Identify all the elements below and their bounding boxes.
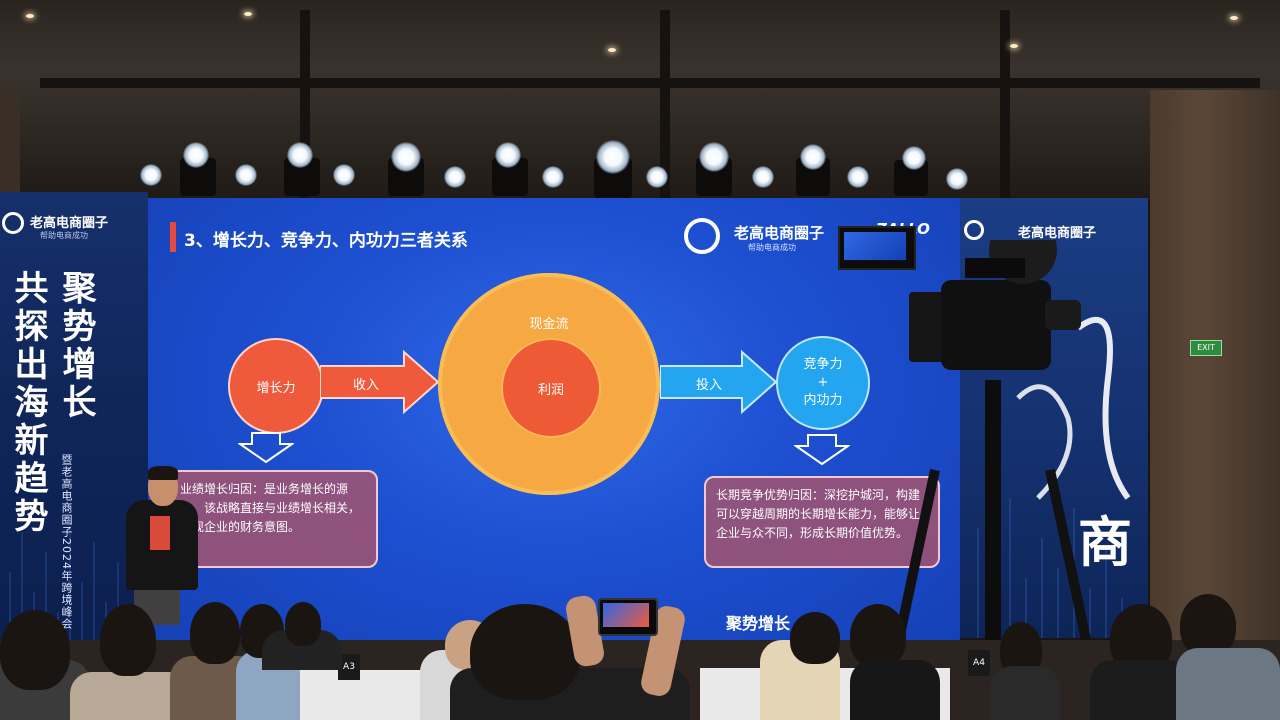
truss-post [660, 10, 670, 200]
audience-head [470, 604, 580, 700]
spotlight-icon [752, 166, 774, 188]
speaker-hair [148, 466, 178, 480]
spotlight-icon [444, 166, 466, 188]
down-arrow-icon [794, 434, 850, 466]
truss-post [300, 10, 310, 200]
down-arrow-icon [238, 432, 294, 464]
presentation-screen: 3、增长力、竞争力、内功力三者关系 老高电商圈子 帮助电商成功 ZALLO 增长… [148, 198, 960, 660]
invest-arrow-icon [660, 350, 778, 414]
spotlight-icon [495, 142, 521, 168]
revenue-arrow-icon [320, 350, 440, 414]
ceiling-downlight [26, 14, 34, 18]
slide-title: 3、增长力、竞争力、内功力三者关系 [184, 231, 468, 251]
audience-member [1090, 660, 1190, 720]
audience-head [790, 612, 840, 664]
left-banner-headline-1: 聚势增长 [56, 270, 96, 422]
ceiling-downlight [1010, 44, 1018, 48]
left-banner-logo-sub: 帮助电商成功 [40, 231, 88, 240]
camera-monitor [838, 226, 916, 270]
right-banner-art-text: 商 [1078, 510, 1132, 574]
spotlight-icon [287, 142, 313, 168]
audience-member [990, 666, 1060, 720]
growth-attribution-box: 业绩增长归因：是业务增长的源头，该战略直接与业绩增长相关，体现企业的财务意图。 [168, 470, 378, 568]
title-accent-bar [170, 222, 176, 252]
ceiling-downlight [244, 12, 252, 16]
spotlight-icon [391, 142, 421, 172]
lighting-truss [40, 78, 1260, 88]
compete-power-circle: 竞争力 + 内功力 [776, 336, 870, 430]
brand-logo-icon [684, 218, 720, 254]
left-event-banner: 老高电商圈子 帮助电商成功 聚势增长 共探出海新趋势 暨老高电商圈子2024年跨… [0, 192, 148, 662]
truss-post [1000, 10, 1010, 200]
audience-member [850, 660, 940, 720]
revenue-arrow-label: 收入 [353, 378, 380, 393]
audience-head [285, 602, 321, 646]
slide-slogan: 聚势增长 [726, 614, 791, 633]
spotlight-icon [542, 166, 564, 188]
slide-logo-tagline: 帮助电商成功 [748, 243, 796, 252]
spotlight-icon [847, 166, 869, 188]
growth-power-label: 增长力 [256, 380, 296, 396]
spotlight-icon [902, 146, 926, 170]
audience-member [1176, 648, 1280, 720]
spotlight-icon [800, 144, 826, 170]
spotlight-icon [699, 142, 729, 172]
plus-sign: + [817, 375, 829, 390]
wall-right [1150, 90, 1280, 650]
audience-head [1180, 594, 1236, 656]
cash-flow-label: 现金流 [529, 317, 569, 332]
profit-circle: 利润 [501, 338, 601, 438]
invest-arrow-label: 投入 [696, 378, 723, 393]
audience-head [850, 604, 906, 668]
compete-attribution-box: 长期竞争优势归因：深挖护城河，构建可以穿越周期的长期增长能力，能够让企业与众不同… [704, 476, 940, 568]
audience-head [190, 602, 240, 664]
left-banner-subline: 暨老高电商圈子2024年跨境峰会 [60, 454, 73, 630]
profit-label: 利润 [537, 382, 564, 398]
slide-logo-text: 老高电商圈子 [734, 224, 825, 242]
spotlight-icon [596, 140, 630, 174]
table-card: A4 [968, 650, 990, 676]
inner-power-label: 内功力 [803, 393, 843, 408]
brand-logo-icon [2, 212, 24, 234]
audience-head [100, 604, 156, 676]
video-camera-icon [909, 240, 1081, 370]
spotlight-icon [235, 164, 257, 186]
phone-recording [598, 598, 658, 636]
ceiling-downlight [1230, 16, 1238, 20]
spotlight-icon [183, 142, 209, 168]
ceiling-downlight [608, 48, 616, 52]
exit-sign: EXIT [1190, 340, 1222, 356]
spotlight-icon [946, 168, 968, 190]
spotlight-icon [646, 166, 668, 188]
wall-left [0, 90, 20, 200]
left-banner-logo-text: 老高电商圈子 [30, 216, 109, 231]
spotlight-icon [140, 164, 162, 186]
right-banner-logo-text: 老高电商圈子 [1018, 226, 1097, 241]
table-card: A3 [338, 654, 360, 680]
brand-logo-icon [964, 220, 984, 240]
exit-sign-label: EXIT [1197, 343, 1215, 352]
speaker-lanyard-badge [150, 516, 170, 550]
left-banner-headline-2: 共探出海新趋势 [8, 270, 48, 536]
audience-head [0, 610, 70, 690]
compete-power-label: 竞争力 [803, 357, 843, 372]
spotlight-icon [333, 164, 355, 186]
tripod-column [985, 380, 1001, 720]
growth-power-circle: 增长力 [228, 338, 324, 434]
